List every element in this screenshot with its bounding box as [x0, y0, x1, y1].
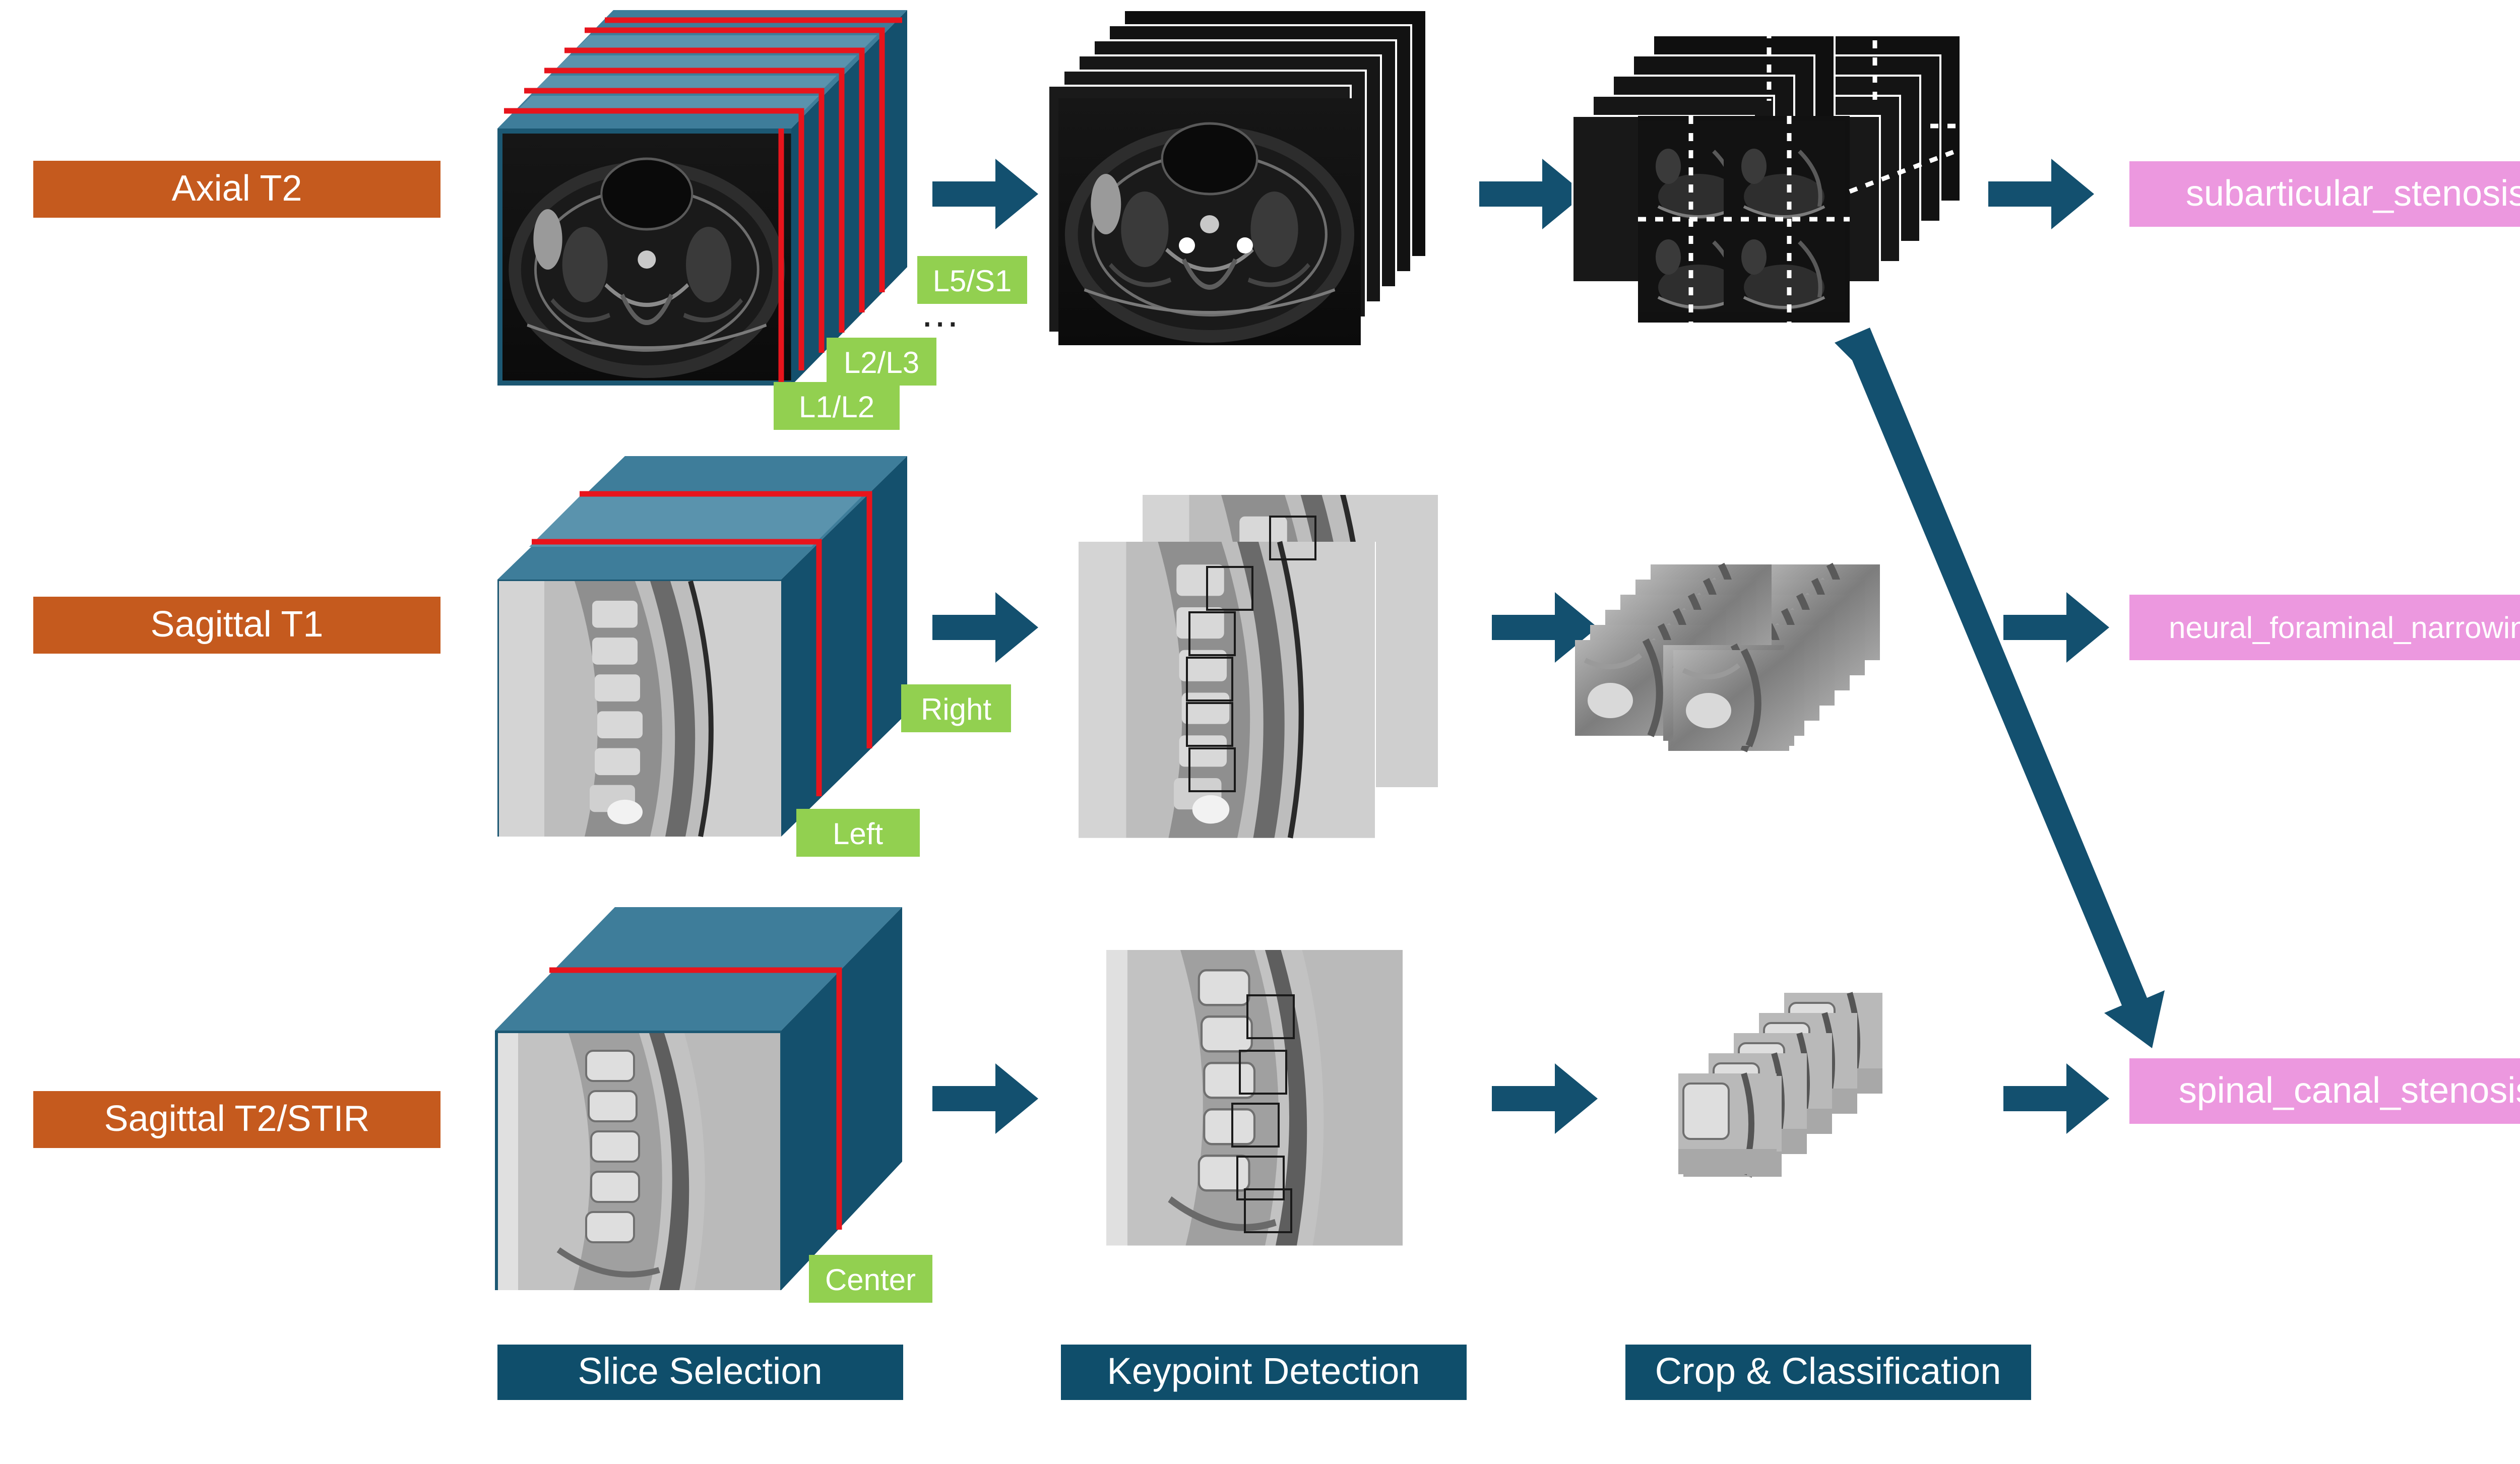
- mri-slice-image: [502, 134, 791, 380]
- row-label-text: Sagittal T1: [151, 604, 324, 645]
- row-label-sagittal-t1: Sagittal T1: [33, 597, 440, 654]
- slice-tag-center: Center: [809, 1255, 932, 1303]
- row-label-axial-t2: Axial T2: [33, 161, 440, 218]
- axial-volume-cube: L5/S1 … L2/L3 L1/L2: [497, 10, 1027, 430]
- block-arrow-right-icon: [2003, 1063, 2109, 1134]
- stage-label-crop-classification: Crop & Classification: [1625, 1345, 2031, 1400]
- row-label-sagittal-t2-stir: Sagittal T2/STIR: [33, 1091, 440, 1148]
- slice-tag-l5-s1: L5/S1: [917, 256, 1027, 304]
- block-arrow-right-icon: [1988, 159, 2094, 229]
- svg-text:L5/S1: L5/S1: [933, 264, 1012, 298]
- crop-thumbnail: [1678, 1073, 1777, 1174]
- block-arrow-right-icon: [932, 592, 1038, 663]
- slice-lines: [504, 17, 902, 386]
- slice-tag-right: Right: [901, 684, 1011, 732]
- mri-slice-image: [499, 581, 781, 837]
- sagittal-t1-volume-cube: Right Left: [497, 456, 1011, 857]
- slice-tag-left: Left: [796, 809, 920, 857]
- output-neural-foraminal-narrowing: neural_foraminal_narrowing: [2129, 595, 2520, 660]
- block-arrow-right-icon: [932, 1063, 1038, 1134]
- diagonal-arrow-icon: [1835, 328, 2165, 1048]
- sagittal-t1-keypoint-stack: [1079, 494, 1439, 839]
- slice-lines: [532, 491, 872, 796]
- cube-side-face: [781, 456, 907, 837]
- slice-ellipsis: …: [920, 290, 960, 335]
- row-label-box: [33, 161, 440, 218]
- mri-slice-image: [1106, 950, 1403, 1246]
- stage-label-slice-selection: Slice Selection: [497, 1345, 903, 1400]
- output-spinal-canal-stenosis: spinal_canal_stenosis: [2129, 1058, 2520, 1124]
- row-label-box: [33, 597, 440, 654]
- sagittal-t2-stir-volume-cube: Center: [495, 907, 932, 1303]
- axial-keypoint-stack: [1047, 9, 1427, 345]
- keypoint-boxes: [1231, 994, 1295, 1233]
- svg-text:Left: Left: [833, 817, 883, 851]
- crop-grid-lines: [1638, 30, 1957, 323]
- block-arrow-right-icon: [1479, 159, 1585, 229]
- crop-thumbnail: [1724, 212, 1845, 312]
- axial-crop-stack: [1571, 30, 1962, 323]
- slice-tag-l1-l2: L1/L2: [774, 382, 900, 430]
- svg-text:Right: Right: [921, 692, 991, 726]
- slice-tag-l2-l3: L2/L3: [827, 338, 936, 386]
- mri-slice-image: [1058, 98, 1361, 345]
- block-arrow-right-icon: [932, 159, 1038, 229]
- crop-thumbnail: [1724, 121, 1845, 222]
- mri-slice-image: [1079, 542, 1375, 838]
- svg-text:Crop & Classification: Crop & Classification: [1655, 1350, 2001, 1392]
- sagittal-t2-stir-crop-stack: [1678, 993, 1882, 1177]
- keypoint-marker: [1179, 237, 1195, 253]
- stage-label-keypoint-detection: Keypoint Detection: [1061, 1345, 1467, 1400]
- svg-text:neural_foraminal_narrowing: neural_foraminal_narrowing: [2169, 611, 2520, 645]
- keypoint-marker: [1237, 237, 1253, 253]
- output-subarticular-stenosis: subarticular_stenosis: [2129, 161, 2520, 227]
- svg-text:Keypoint Detection: Keypoint Detection: [1107, 1350, 1420, 1392]
- svg-text:spinal_canal_stenosis: spinal_canal_stenosis: [2179, 1070, 2520, 1111]
- mri-slice-image: [498, 1033, 780, 1290]
- block-arrow-right-icon: [1492, 1063, 1598, 1134]
- sagittal-t1-crop-stack: [1575, 564, 1880, 751]
- svg-text:Center: Center: [825, 1263, 916, 1297]
- row-label-text: Axial T2: [172, 168, 302, 209]
- sagittal-t2-stir-keypoint-image: [1106, 950, 1403, 1246]
- block-arrow-right-icon: [2003, 592, 2109, 663]
- svg-text:subarticular_stenosis: subarticular_stenosis: [2186, 173, 2520, 214]
- keypoint-boxes: [1186, 516, 1316, 792]
- svg-text:L2/L3: L2/L3: [844, 346, 919, 379]
- row-label-text: Sagittal T2/STIR: [104, 1099, 370, 1139]
- slice-lines: [549, 967, 842, 1230]
- svg-text:L1/L2: L1/L2: [799, 390, 874, 424]
- svg-text:Slice Selection: Slice Selection: [578, 1350, 822, 1392]
- row-label-box: [33, 1091, 440, 1148]
